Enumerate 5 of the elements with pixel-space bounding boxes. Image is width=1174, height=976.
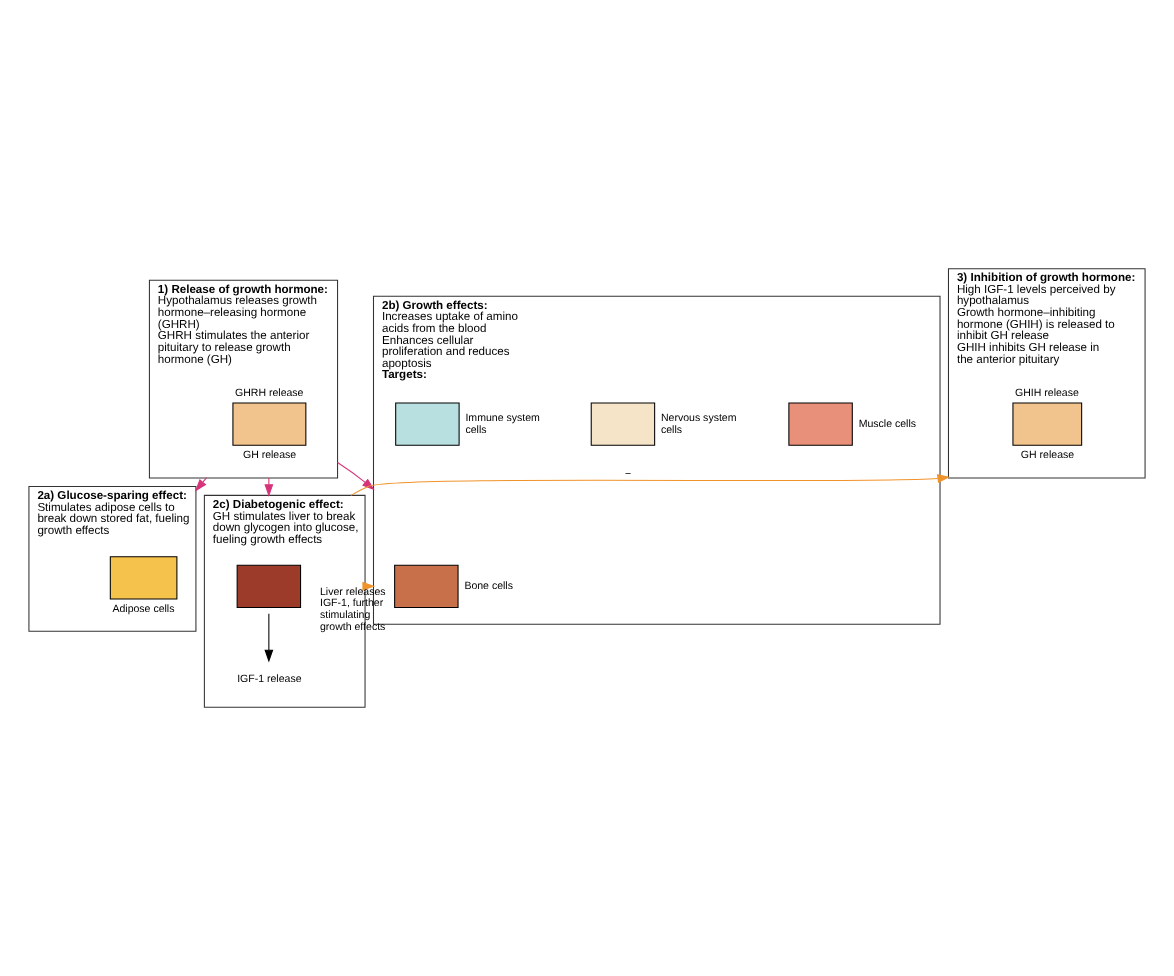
arrow	[350, 474, 951, 496]
arrow	[264, 613, 274, 663]
arrow	[337, 462, 375, 491]
arrow	[194, 477, 208, 492]
arrow	[264, 477, 274, 497]
